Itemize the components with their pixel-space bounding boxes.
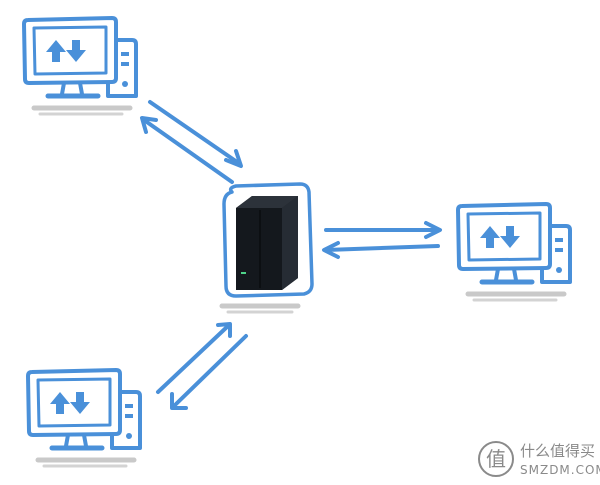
smzdm-logo-icon [478, 441, 514, 477]
computer-bottom-left [28, 370, 140, 466]
edge-top-left-nas [140, 100, 243, 184]
watermark-chinese: 什么值得买 [520, 442, 595, 460]
nas-server [219, 182, 314, 314]
watermark: 值 什么值得买 SMZDM.COM [478, 441, 600, 477]
nas-device-icon [236, 196, 298, 290]
watermark-latin: SMZDM.COM [520, 463, 600, 477]
computer-right [458, 204, 570, 300]
watermark-logo-glyph: 值 [486, 447, 506, 471]
edge-bottom-left-nas [156, 322, 248, 410]
edge-right-nas [322, 221, 442, 259]
computer-top-left [24, 18, 136, 114]
